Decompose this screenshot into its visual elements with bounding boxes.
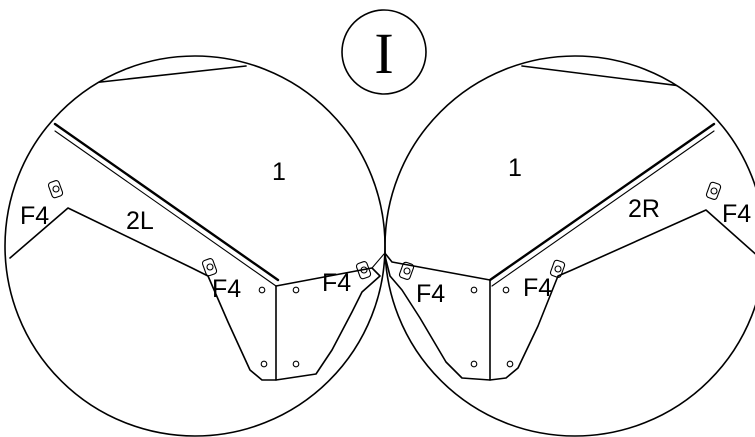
panel-1-edge-left [53,122,280,282]
fastener-f4-icon [355,261,372,280]
bracket-2l-outline [9,207,277,381]
right-detail-circle [384,55,755,437]
fastener-f4-icon [201,258,218,277]
detail-marker-circle [341,9,427,95]
label-part-2l: 2L [126,207,154,235]
fastener-f4-icon [549,259,566,278]
hole-icon [502,286,510,294]
label-part-1-right: 1 [508,154,522,182]
bracket-2r-outline [489,209,755,381]
hole-icon [292,360,300,368]
hole-icon [506,360,514,368]
panel-1-edge-right [488,122,716,282]
left-detail-circle [4,55,386,437]
panel-1-edge-left-inner [54,130,277,287]
hole-icon [292,286,300,294]
fastener-f4-icon [398,261,415,280]
label-f4-right-inner: F4 [523,274,552,302]
label-f4-left-inner: F4 [212,275,241,303]
hole-icon [470,360,478,368]
label-part-1-left: 1 [272,158,286,186]
detail-marker-numeral: I [374,21,393,86]
panel-1-top-edge-left [9,65,247,93]
label-part-2r: 2R [628,195,660,223]
panel-1-edge-right-inner [491,130,715,287]
label-f4-center-left: F4 [322,269,351,297]
hole-icon [470,286,478,294]
fastener-f4-icon [705,181,722,200]
center-bracket-fold-left [371,253,385,269]
hole-icon [260,360,268,368]
fastener-f4-icon [47,180,64,199]
panel-1-top-edge-right [521,65,755,97]
center-bracket-right [385,251,491,381]
hole-icon [258,286,266,294]
label-f4-center-right: F4 [416,280,445,308]
label-f4-left-outer: F4 [20,202,49,230]
center-bracket-left [275,267,381,381]
left-detail-view: 1 2L F4 F4 F4 [4,55,386,437]
right-detail-view: 1 2R F4 F4 F4 [384,55,755,437]
label-f4-right-outer: F4 [722,200,751,228]
